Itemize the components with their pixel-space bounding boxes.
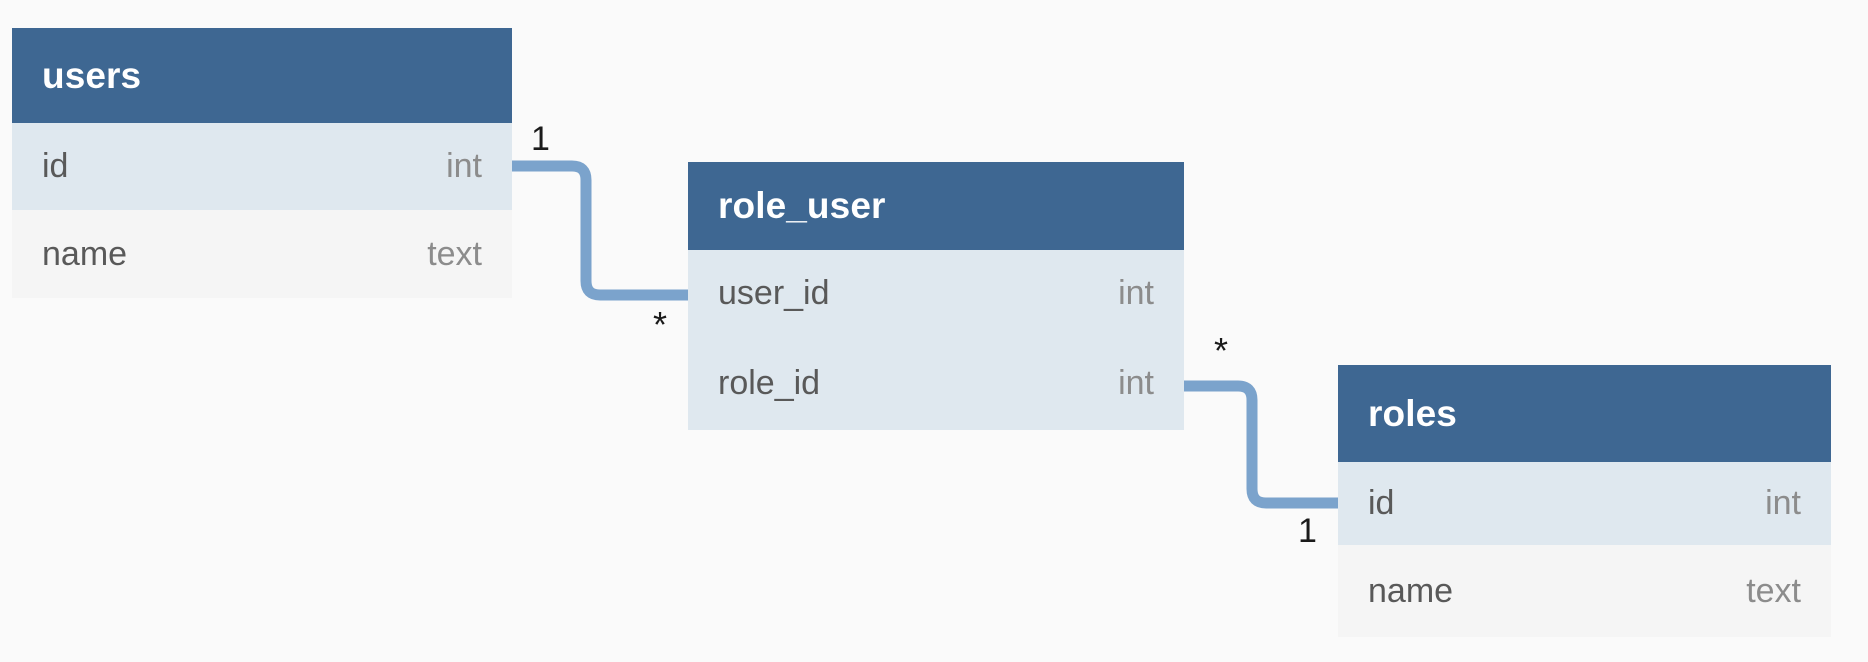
field-type: text	[427, 234, 482, 273]
field-name: role_id	[718, 364, 821, 402]
entity-users[interactable]: users id int name text	[12, 28, 512, 298]
entity-role-user-field-user-id[interactable]: user_id int	[688, 250, 1184, 337]
cardinality-label-role-user-many: *	[653, 304, 668, 345]
entity-roles[interactable]: roles id int name text	[1338, 365, 1831, 637]
entity-roles-field-id[interactable]: id int	[1338, 462, 1831, 545]
entity-users-field-name[interactable]: name text	[12, 210, 512, 298]
entity-users-field-id[interactable]: id int	[12, 123, 512, 210]
cardinality-label-users-one: 1	[531, 120, 550, 158]
field-type: text	[1746, 571, 1801, 610]
entity-role-user[interactable]: role_user user_id int role_id int	[688, 162, 1184, 430]
field-type: int	[1118, 274, 1154, 312]
cardinality-label-roles-one: 1	[1298, 512, 1317, 550]
entity-role-user-field-role-id[interactable]: role_id int	[688, 337, 1184, 430]
field-name: id	[42, 147, 69, 185]
entity-users-title: users	[12, 28, 512, 123]
field-type: int	[1118, 364, 1154, 402]
field-name: name	[1368, 571, 1454, 610]
connector-users-to-role-user[interactable]	[506, 160, 694, 301]
entity-role-user-title: role_user	[688, 162, 1184, 250]
cardinality-label-role-user-many-right: *	[1214, 330, 1229, 371]
field-name: id	[1368, 484, 1395, 522]
field-name: user_id	[718, 274, 830, 312]
field-name: name	[42, 234, 128, 273]
connector-role-user-to-roles[interactable]	[1178, 380, 1344, 509]
entity-roles-title: roles	[1338, 365, 1831, 462]
field-type: int	[1765, 484, 1801, 522]
field-type: int	[446, 147, 482, 185]
entity-roles-field-name[interactable]: name text	[1338, 545, 1831, 637]
